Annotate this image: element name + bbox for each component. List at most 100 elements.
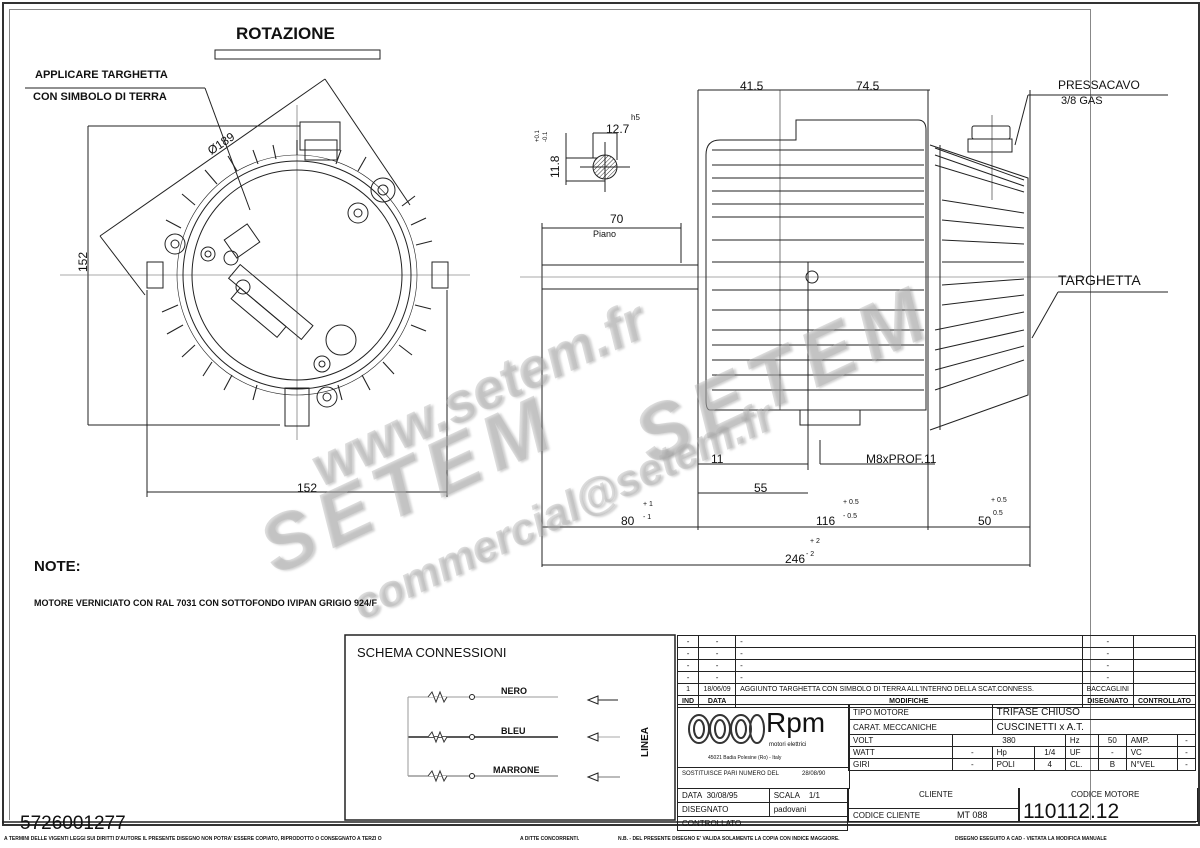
scale-label: SCALA <box>773 791 800 800</box>
rev-drawn: - <box>1081 671 1134 684</box>
spec-watt-label: WATT <box>847 746 954 759</box>
spec-speeds-value: - <box>1176 758 1197 771</box>
company-subtitle: motori elettrici <box>769 742 807 748</box>
dim-11: 11 <box>711 452 724 466</box>
dim-74-5: 74.5 <box>856 79 880 93</box>
spec-poles-label: POLI <box>991 758 1035 771</box>
rev-date: - <box>698 635 737 648</box>
company-block: Rpm motori elettrici 45021 Badia Polesin… <box>677 704 850 768</box>
dim-116-tol-minus: - 0.5 <box>843 513 858 520</box>
thread-spec: M8xPROF.11 <box>866 452 937 466</box>
spec-hz-label: Hz <box>1064 734 1100 747</box>
spec-poles-value: 4 <box>1033 758 1066 771</box>
replaces-row: SOSTITUISCE PARI NUMERO DEL 28/08/90 <box>677 766 850 789</box>
drawing-inner-frame <box>9 9 1091 820</box>
spec-volt-value: 380 <box>952 734 1066 747</box>
cable-gland-label: PRESSACAVO <box>1058 78 1140 92</box>
spec-volt-label: VOLT <box>847 734 954 747</box>
client-code-value: MT 088 <box>957 810 988 820</box>
dim-80-tol-minus: - 1 <box>643 514 652 521</box>
company-address: 45021 Badia Polesine (Ro) - Italy <box>708 755 782 761</box>
footer-competitors: A DITTE CONCORRENTI. <box>520 836 580 842</box>
wire-bleu-label: BLEU <box>501 726 526 736</box>
replaces-date: 28/08/90 <box>802 771 826 777</box>
cable-gland-size: 3/8 GAS <box>1061 95 1103 107</box>
wire-nero-label: NERO <box>501 686 528 696</box>
dim-116-tol-plus: + 0.5 <box>843 499 859 506</box>
flat-length-dimension: 70 <box>610 212 624 226</box>
motor-code-label: CODICE MOTORE <box>1071 790 1140 799</box>
drawing-outer-frame <box>2 2 1200 826</box>
spec-mech-label: CARAT. MECCANICHE <box>848 719 993 735</box>
spec-vc-value: - <box>1176 746 1197 759</box>
shaft-flat-dimension: 11.8 <box>548 155 562 178</box>
notes-text: MOTORE VERNICIATO CON RAL 7031 CON SOTTO… <box>34 598 378 608</box>
drawing-info-table: DATA 30/08/95 SCALA 1/1 DISEGNATO padova… <box>677 788 849 831</box>
rev-checked <box>1132 635 1197 648</box>
flat-label: Piano <box>593 229 617 239</box>
drawn-value: padovani <box>768 802 849 817</box>
wire-marrone-label: MARRONE <box>493 765 540 775</box>
rev-date: 18/06/09 <box>698 683 737 696</box>
rev-drawn: - <box>1081 635 1134 648</box>
dim-246-tol-minus: - 2 <box>806 551 815 558</box>
revision-row: - - - - <box>676 659 1197 672</box>
motor-code-block: CODICE MOTORE 110112.12 <box>1018 788 1198 823</box>
checked-label: CONTROLLATO <box>677 816 848 831</box>
date-value: 30/08/95 <box>706 791 738 800</box>
footer-nb: N.B. - DEL PRESENTE DISEGNO E' VALIDA SO… <box>618 836 840 842</box>
rev-checked <box>1132 671 1197 684</box>
nameplate-note-line2: CON SIMBOLO DI TERRA <box>33 91 167 103</box>
spec-class-label: CL. <box>1064 758 1100 771</box>
rev-checked <box>1132 647 1197 660</box>
rev-ind: - <box>676 635 700 648</box>
shaft-flat-tol-minus: -0.1 <box>543 131 549 142</box>
dim-80-tol-plus: + 1 <box>643 501 653 508</box>
spec-rpm-label: GIRI <box>847 758 954 771</box>
scale-value: 1/1 <box>808 791 820 800</box>
spec-hp-value: 1/4 <box>1033 746 1066 759</box>
nameplate-note-line1: APPLICARE TARGHETTA <box>35 69 168 81</box>
dim-55: 55 <box>754 481 768 495</box>
drawn-label: DISEGNATO <box>677 802 770 817</box>
client-label: CLIENTE <box>919 790 953 799</box>
spec-class-value: B <box>1098 758 1127 771</box>
rev-modification: - <box>735 635 1083 648</box>
notes-title: NOTE: <box>34 558 81 575</box>
spec-rpm-value: - <box>952 758 993 771</box>
revision-row: - - - - <box>676 647 1197 660</box>
spec-vc-label: VC <box>1125 746 1178 759</box>
rev-modification: - <box>735 659 1083 672</box>
spec-watt-value: - <box>952 746 993 759</box>
shaft-width-tolerance: h5 <box>631 113 640 122</box>
spec-amp-label: AMP. <box>1125 734 1178 747</box>
shaft-flat-tol-plus: +0.1 <box>535 130 541 142</box>
rev-ind: 1 <box>676 683 700 696</box>
revision-table: - - - - - - - - - - - - - - - - 1 18/06/… <box>676 635 1197 708</box>
height-dimension: 152 <box>76 251 90 272</box>
spec-uf-label: UF <box>1064 746 1100 759</box>
rev-drawn: - <box>1081 647 1134 660</box>
rev-checked <box>1132 683 1197 696</box>
nameplate-label: TARGHETTA <box>1058 272 1141 288</box>
dim-246: 246 <box>785 552 806 566</box>
rev-drawn: BACCAGLINI <box>1081 683 1134 696</box>
rotation-label: ROTAZIONE <box>236 24 335 43</box>
revision-row: - - - - <box>676 635 1197 648</box>
spec-speeds-label: N°VEL <box>1125 758 1178 771</box>
spec-amp-value: - <box>1176 734 1197 747</box>
company-name: Rpm <box>766 707 826 738</box>
rev-ind: - <box>676 671 700 684</box>
footer-cad-note: DISEGNO ESEGUITO A CAD - VIETATA LA MODI… <box>955 836 1107 842</box>
dim-41-5: 41.5 <box>740 79 764 93</box>
line-label: LINEA <box>640 727 651 757</box>
spec-type-value: TRIFASE CHIUSO <box>991 704 1197 720</box>
client-code-label: CODICE CLIENTE <box>853 811 921 820</box>
dim-246-tol-plus: + 2 <box>810 538 820 545</box>
motor-code-value: 110112.12 <box>1023 800 1120 823</box>
shaft-width-dimension: 12.7 <box>606 122 630 136</box>
width-dimension: 152 <box>297 481 318 495</box>
company-logo-icon <box>688 714 765 744</box>
spec-mech-value: CUSCINETTI x A.T. <box>991 719 1197 735</box>
